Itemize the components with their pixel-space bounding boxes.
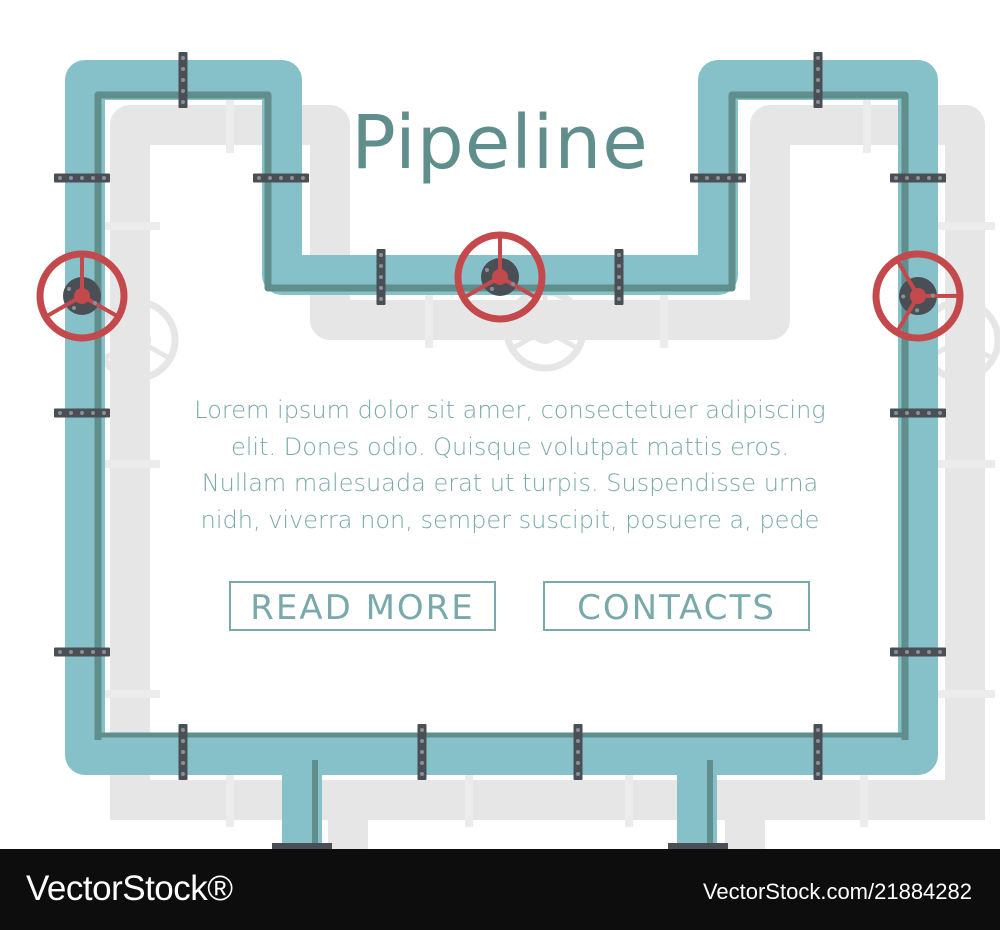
body-text: Lorem ipsum dolor sit amer, consectetuer… (170, 392, 850, 538)
body-line: nidh, viverra non, semper suscipit, posu… (200, 505, 820, 534)
ghost-fittings (100, 98, 995, 827)
contacts-button[interactable]: CONTACTS (543, 581, 810, 631)
body-line: elit. Dones odio. Quisque volutpat matti… (230, 432, 790, 461)
page-title: Pipeline (351, 100, 649, 186)
body-line: Lorem ipsum dolor sit amer, consectetuer… (194, 396, 826, 424)
flanges (54, 52, 946, 851)
watermark-footer: VectorStock® VectorStock.com/21884282 (0, 849, 1000, 930)
footer-brand: VectorStock® (26, 869, 233, 908)
main-pipe (65, 60, 938, 850)
read-more-button[interactable]: READ MORE (229, 581, 496, 631)
body-line: Nullam malesuada erat ut turpis. Suspend… (201, 469, 819, 497)
footer-credit: VectorStock.com/21884282 (702, 879, 972, 904)
